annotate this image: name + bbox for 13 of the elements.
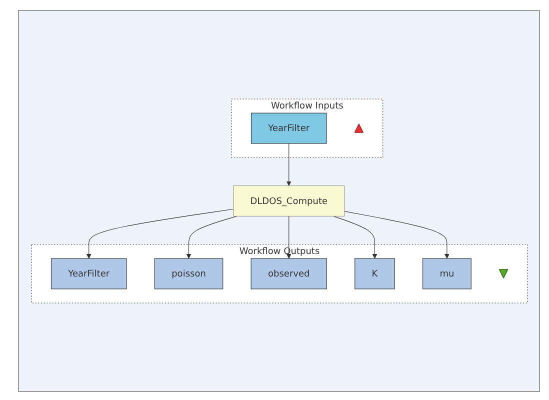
node-box: mu	[422, 258, 471, 290]
arrow	[186, 216, 237, 259]
node-box: YearFilter	[250, 112, 326, 144]
arrow	[286, 216, 291, 259]
arrow	[344, 211, 449, 259]
node-box: poisson	[154, 258, 223, 290]
node-box: observed	[250, 258, 326, 290]
arrow	[332, 216, 377, 259]
node-box: DLDOS_Compute	[232, 186, 344, 216]
arrow	[286, 143, 291, 186]
arrow	[86, 208, 234, 259]
node-box: K	[354, 258, 394, 290]
node-box: YearFilter	[50, 258, 126, 290]
